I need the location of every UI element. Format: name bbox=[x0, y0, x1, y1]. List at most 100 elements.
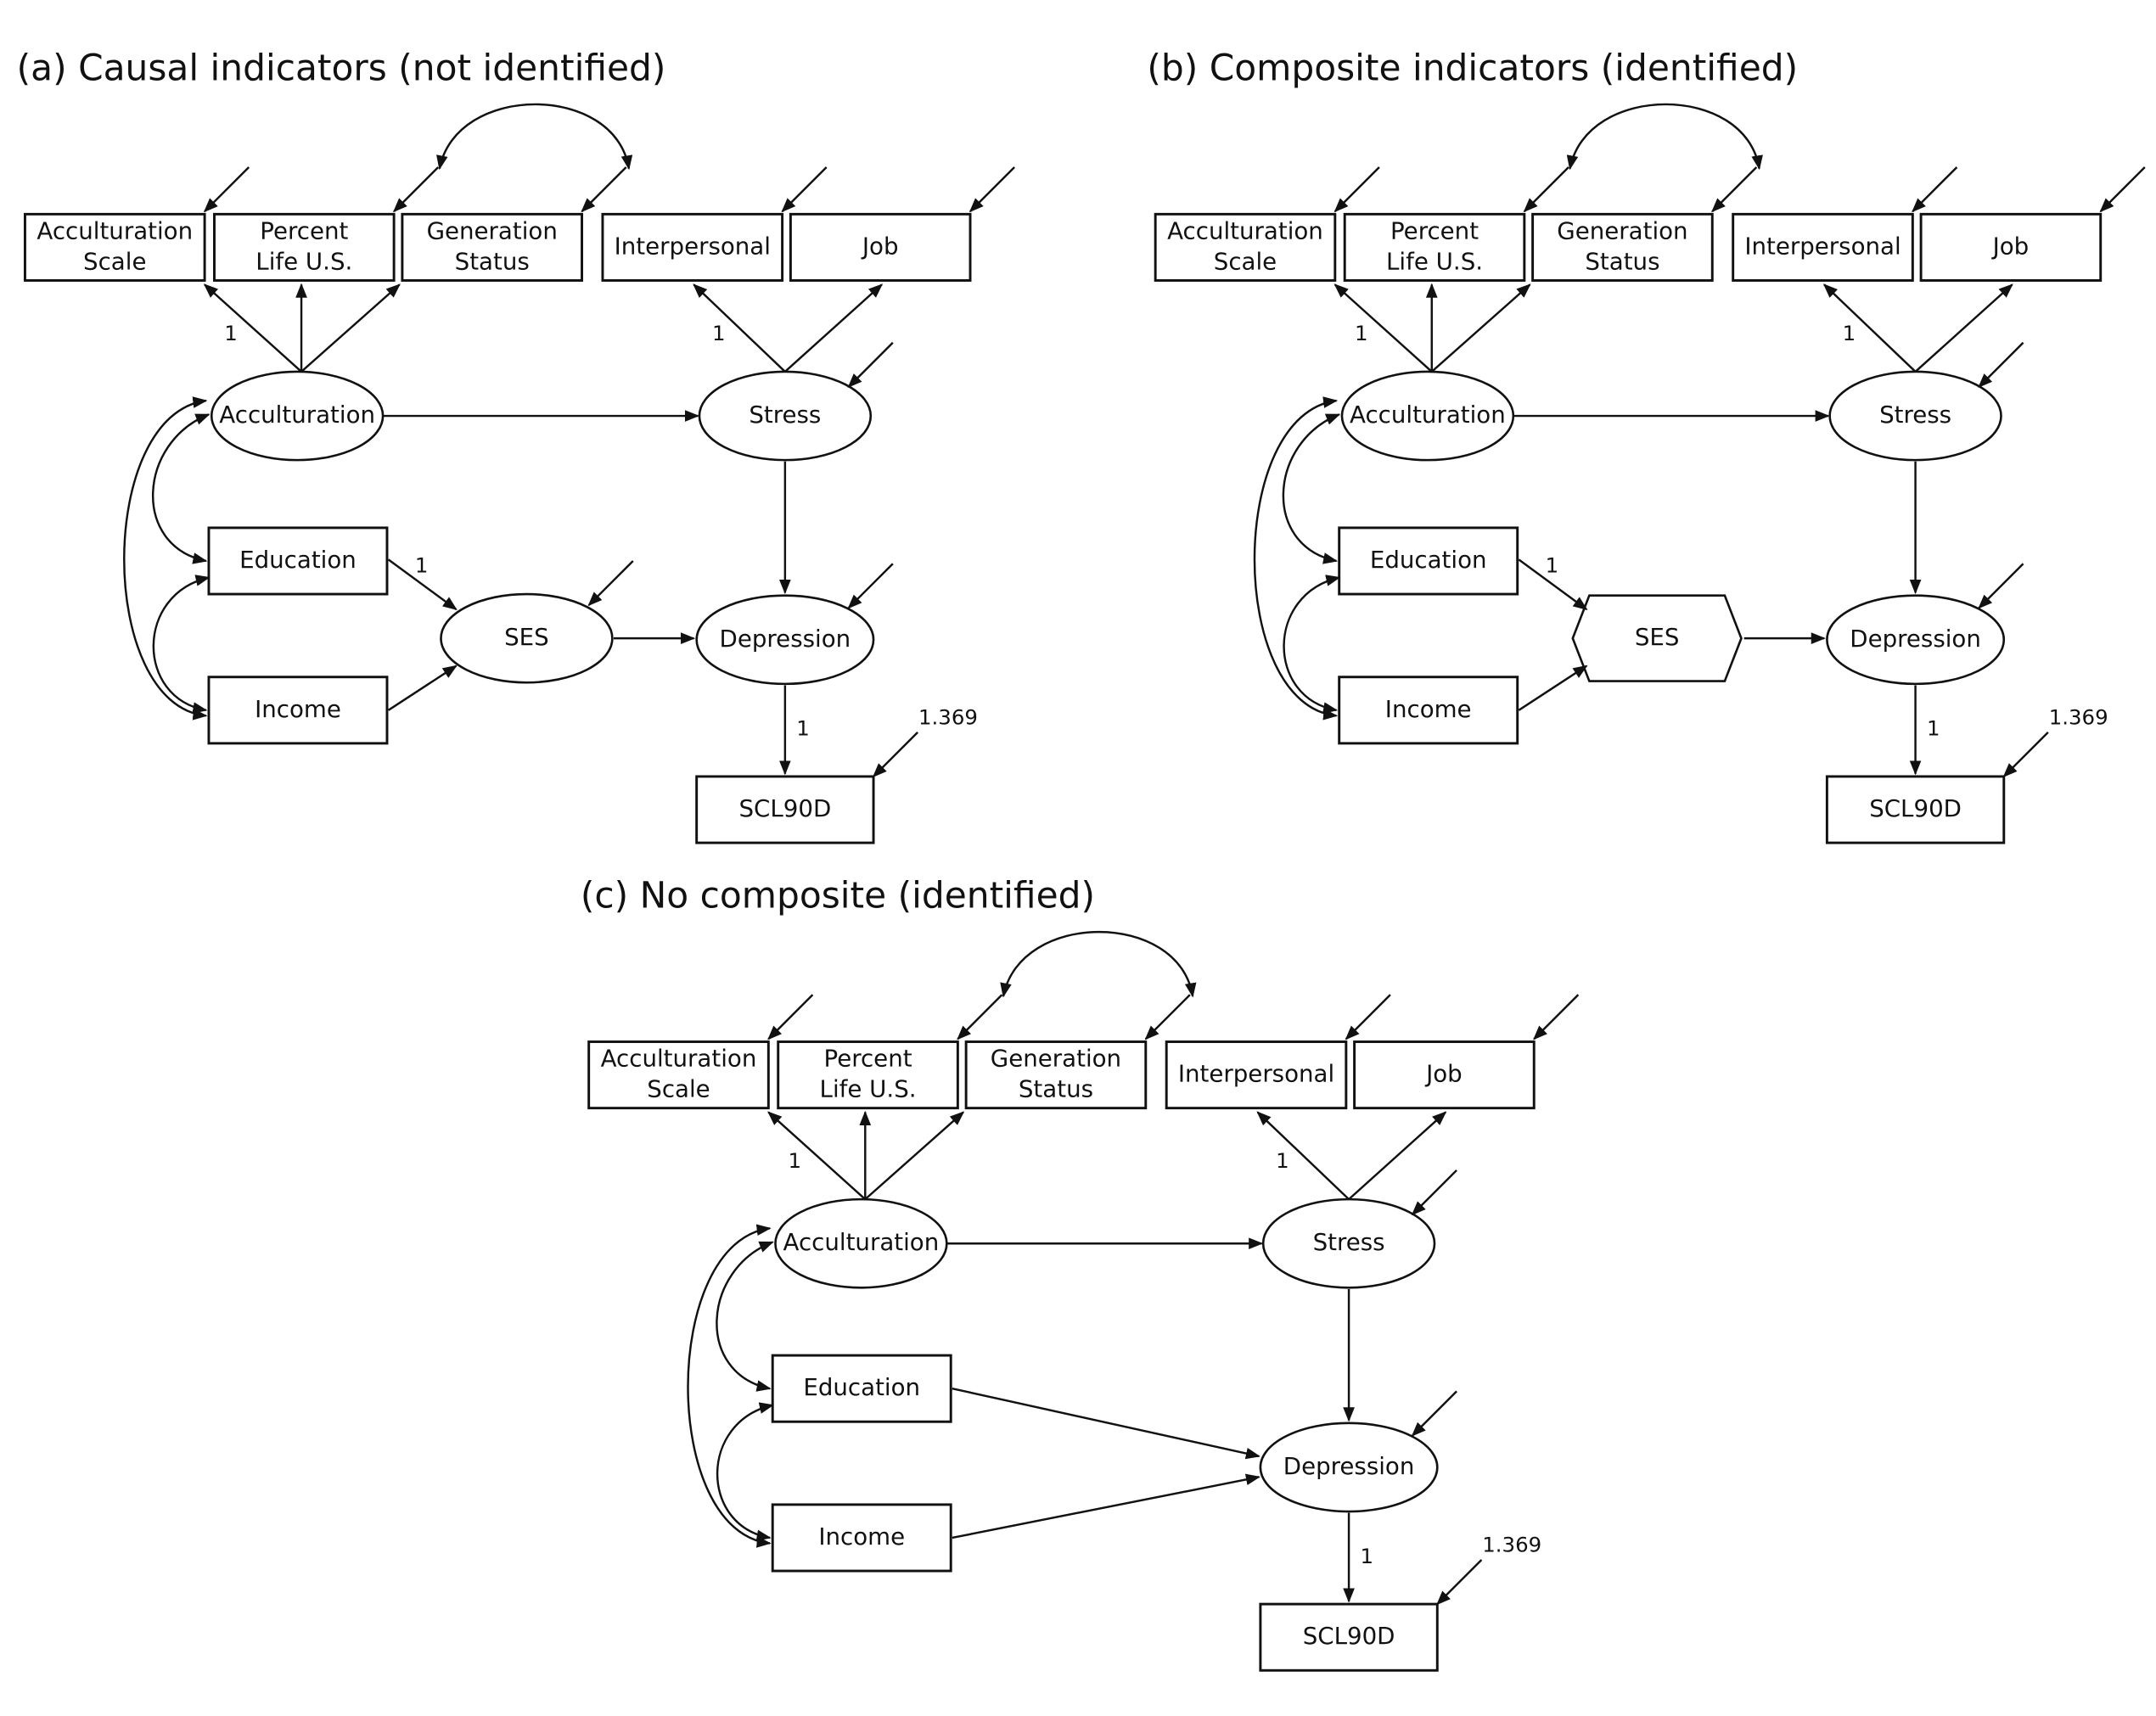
box-education-label: Education bbox=[239, 546, 357, 574]
box-job: Job bbox=[1353, 1040, 1536, 1110]
box-interpersonal-rect bbox=[1165, 1040, 1348, 1110]
error-arrow-percent-life bbox=[957, 994, 1003, 1040]
box-percent-life-us-label: Percent bbox=[260, 217, 348, 245]
error-arrow-acculturation-scale bbox=[767, 994, 814, 1040]
covariance-education-income bbox=[716, 1402, 774, 1542]
box-scl90d-rect bbox=[1259, 1602, 1439, 1672]
box-scl90d-rect bbox=[695, 775, 875, 844]
box-income-label: Income bbox=[1385, 695, 1472, 723]
box-scl90d-rect bbox=[1825, 775, 2006, 844]
disturbance-arrow-depression bbox=[1978, 563, 2024, 609]
error-covariance-arc bbox=[436, 103, 633, 171]
panel-c-no-composite: (c) No composite (identified)Acculturati… bbox=[581, 875, 1580, 1672]
covariance-education-income bbox=[1283, 575, 1341, 714]
covariance-acc-income bbox=[687, 1224, 772, 1548]
box-interpersonal: Interpersonal bbox=[1732, 212, 1914, 282]
loading-interpersonal bbox=[693, 283, 786, 373]
loading-interpersonal bbox=[1256, 1111, 1350, 1201]
loading-label-stress: 1 bbox=[1843, 321, 1856, 345]
path-education-ses bbox=[1518, 558, 1588, 610]
box-generation-status-label: Generation bbox=[991, 1045, 1121, 1073]
loading-acc-scale bbox=[203, 283, 302, 373]
box-acculturation-scale-label: Scale bbox=[647, 1075, 710, 1103]
covariance-acc-education bbox=[152, 413, 211, 564]
disturbance-arrow-stress bbox=[1411, 1169, 1457, 1216]
loading-label-stress: 1 bbox=[1276, 1148, 1289, 1173]
ellipse-depression: Depression bbox=[1826, 594, 2006, 686]
box-job: Job bbox=[789, 212, 972, 282]
box-percent-life-us-label: Life U.S. bbox=[820, 1075, 917, 1103]
loading-label-depression: 1 bbox=[1360, 1544, 1373, 1568]
box-percent-life-us-rect bbox=[777, 1040, 959, 1110]
box-generation-status-label: Status bbox=[455, 247, 530, 275]
box-generation-status-rect bbox=[964, 1040, 1148, 1110]
error-arrow-percent-life bbox=[392, 166, 440, 213]
hexagon-ses-composite-shape bbox=[1571, 594, 1743, 682]
box-acculturation-scale-rect bbox=[587, 1040, 770, 1110]
box-generation-status-rect bbox=[1531, 212, 1714, 282]
box-acculturation-scale-rect bbox=[23, 212, 206, 282]
box-interpersonal-label: Interpersonal bbox=[1744, 232, 1901, 260]
box-acculturation-scale-label: Acculturation bbox=[1167, 217, 1323, 245]
loading-label-acc: 1 bbox=[224, 321, 238, 345]
ellipse-depression-shape bbox=[1259, 1422, 1439, 1513]
ellipse-stress-label: Stress bbox=[749, 401, 821, 429]
error-arrow-percent-life bbox=[1523, 166, 1569, 213]
box-generation-status-label: Generation bbox=[427, 217, 558, 245]
error-arrow-interpersonal bbox=[1345, 994, 1391, 1040]
path-income-ses bbox=[1518, 665, 1588, 711]
disturbance-arrow-stress bbox=[1978, 341, 2024, 389]
ellipse-ses: SES bbox=[440, 592, 614, 684]
box-interpersonal-rect bbox=[1732, 212, 1914, 282]
box-education: Education bbox=[1338, 526, 1519, 596]
loading-generation-status bbox=[864, 1111, 965, 1201]
covariance-education-income bbox=[152, 575, 211, 714]
box-percent-life-us-label: Percent bbox=[1390, 217, 1479, 245]
box-generation-status-rect bbox=[401, 212, 584, 282]
box-job-rect bbox=[1919, 212, 2103, 282]
error-variance-label-scl90d: 1.369 bbox=[918, 705, 978, 730]
loading-job bbox=[1348, 1111, 1447, 1201]
loading-job bbox=[1914, 283, 2013, 373]
loading-acc-scale bbox=[1333, 283, 1433, 373]
error-variance-label-scl90d: 1.369 bbox=[1482, 1533, 1541, 1557]
loading-label-acc: 1 bbox=[788, 1148, 801, 1173]
box-acculturation-scale-label: Acculturation bbox=[601, 1045, 757, 1073]
box-percent-life-us-rect bbox=[1343, 212, 1526, 282]
error-arrow-scl90d bbox=[872, 731, 919, 778]
box-scl90d-label: SCL90D bbox=[1869, 794, 1962, 822]
ellipse-acculturation: Acculturation bbox=[774, 1197, 948, 1289]
path-label-education-ses: 1 bbox=[1546, 552, 1559, 577]
disturbance-arrow-ses bbox=[587, 560, 634, 607]
box-job-rect bbox=[1353, 1040, 1536, 1110]
covariance-acc-education bbox=[1282, 413, 1341, 564]
loading-generation-status bbox=[300, 283, 401, 373]
box-education-label: Education bbox=[1370, 546, 1487, 574]
box-generation-status-label: Status bbox=[1585, 247, 1659, 275]
error-arrow-job bbox=[969, 166, 1015, 213]
box-scl90d: SCL90D bbox=[1825, 775, 2006, 844]
box-generation-status-label: Generation bbox=[1557, 217, 1687, 245]
error-arrow-acculturation-scale bbox=[203, 166, 250, 213]
box-interpersonal-label: Interpersonal bbox=[1178, 1060, 1334, 1088]
box-job: Job bbox=[1919, 212, 2103, 282]
box-education: Education bbox=[207, 526, 389, 596]
box-income-rect bbox=[771, 1503, 952, 1573]
box-income: Income bbox=[771, 1503, 952, 1573]
panel-a-causal-indicators: (a) Causal indicators (not identified)Ac… bbox=[17, 47, 1015, 844]
path-income-ses bbox=[387, 665, 458, 711]
box-interpersonal-rect bbox=[601, 212, 784, 282]
error-arrow-generation-status bbox=[581, 166, 627, 213]
box-scl90d-label: SCL90D bbox=[738, 794, 831, 822]
ellipse-depression-shape bbox=[1826, 594, 2006, 686]
box-percent-life-us-rect bbox=[213, 212, 396, 282]
error-arrow-job bbox=[2099, 166, 2146, 213]
box-interpersonal: Interpersonal bbox=[1165, 1040, 1348, 1110]
loading-label-depression: 1 bbox=[1927, 716, 1940, 741]
